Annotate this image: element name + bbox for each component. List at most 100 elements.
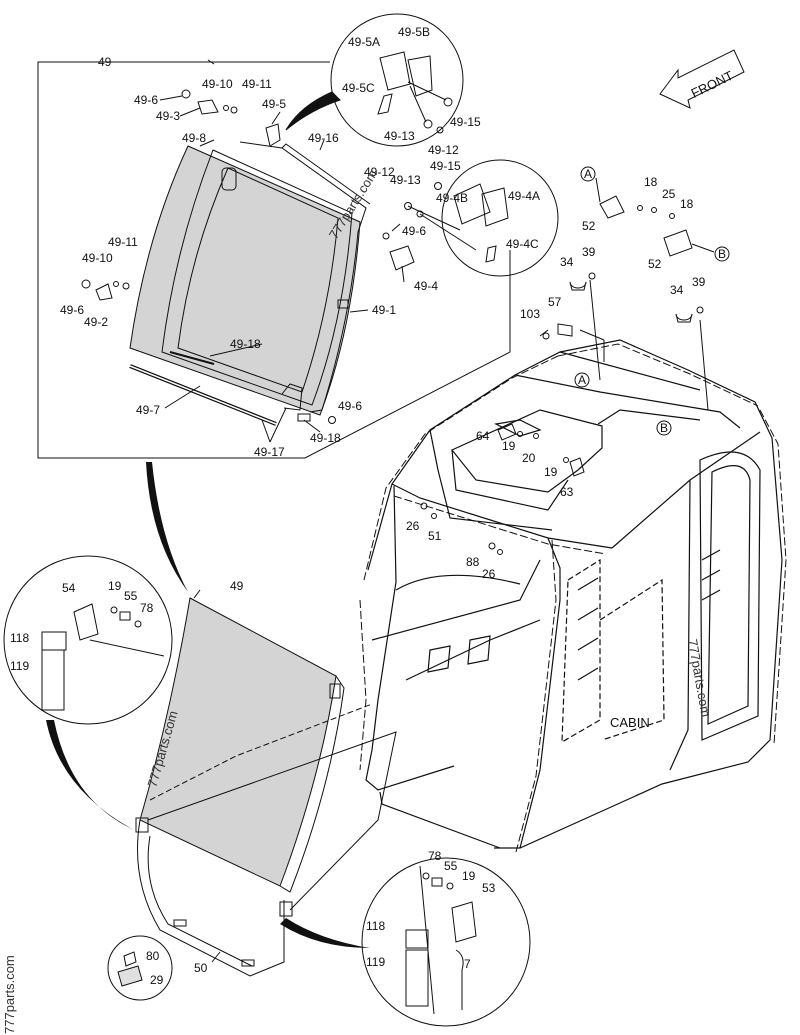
part-label-p49-11a: 49-11 — [242, 77, 272, 91]
bolt-26b — [497, 549, 503, 555]
label-cabin: CABIN — [610, 715, 650, 730]
part-label-p49-5: 49-5 — [262, 97, 286, 111]
seal-118a — [41, 631, 67, 651]
marker-B-top — [714, 246, 730, 262]
bracket-63 — [569, 457, 585, 477]
part-label-B-top: B — [718, 247, 726, 261]
front-arrow — [659, 49, 745, 109]
seal-119a — [41, 649, 65, 711]
hinge-49-5A — [379, 51, 411, 91]
part-label-p18a: 18 — [644, 175, 658, 189]
part-label-p49-4C: 49-4C — [506, 237, 539, 251]
part-label-p20: 20 — [522, 451, 536, 465]
part-label-p49-12b: 49-12 — [364, 165, 395, 179]
washer-49-10b — [113, 281, 119, 287]
label-front: FRONT — [689, 68, 736, 101]
part-label-p49-18b: 49-18 — [310, 431, 341, 445]
seal-119b — [405, 949, 429, 1007]
part-label-p49-13a: 49-13 — [384, 129, 415, 143]
part-label-p49-17: 49-17 — [254, 445, 285, 459]
door-panel-49 — [139, 597, 337, 887]
door-dashed-guide — [149, 703, 373, 801]
detail-frame-49 — [37, 61, 511, 459]
spacer-55b — [431, 877, 443, 887]
part-label-p49-1: 49-1 — [372, 303, 396, 317]
part-label-p7: 7 — [464, 957, 471, 971]
cap-34b — [675, 313, 693, 323]
part-label-p49-12a: 49-12 — [428, 143, 459, 157]
part-label-p118a: 118 — [10, 631, 29, 645]
part-label-p39b: 39 — [692, 275, 706, 289]
part-label-p18b: 18 — [680, 197, 694, 211]
part-label-p49-18a: 49-18 — [230, 337, 261, 351]
door-hinge-top — [329, 683, 341, 699]
part-label-p49-2: 49-2 — [84, 315, 108, 329]
washer-51 — [431, 513, 437, 519]
bolt-78b — [422, 872, 430, 880]
callout-arc-49 — [146, 462, 188, 592]
bolt-25 — [651, 207, 657, 213]
callout-arc-54 — [46, 720, 134, 830]
handle-49-5C — [377, 93, 393, 115]
part-label-p50: 50 — [194, 961, 208, 975]
detail-circle-53 — [361, 857, 531, 1027]
part-label-p49-10a: 49-10 — [202, 77, 233, 91]
washer-49-6c — [81, 279, 91, 289]
latch-lever-49-16 — [221, 167, 237, 191]
callout-line-50 — [147, 731, 397, 911]
bolt-18a — [637, 205, 643, 211]
marker-B-cab — [656, 420, 672, 436]
cabin-frame — [365, 339, 783, 849]
bolt-49-12 — [404, 202, 412, 210]
bracket-54 — [73, 603, 99, 641]
strip-49-18a — [169, 351, 215, 365]
washer-19a — [517, 431, 523, 437]
bracket-49-3 — [197, 99, 219, 115]
bracket-53 — [451, 901, 477, 943]
plug-80 — [123, 951, 137, 967]
part-label-p64: 64 — [476, 429, 490, 443]
watermark-corner: 777parts.com — [2, 955, 17, 1034]
part-label-p34b: 34 — [670, 283, 684, 297]
door-latch — [135, 817, 149, 833]
lamp-57 — [557, 323, 573, 337]
seal-118b — [405, 929, 429, 949]
part-label-A-cab: A — [578, 373, 586, 387]
bracket-52b — [663, 229, 693, 257]
bolt-78a — [134, 620, 142, 628]
rail-49-7-inner — [129, 365, 277, 425]
washer-49-13a — [423, 119, 433, 129]
part-label-p19c: 19 — [108, 579, 122, 593]
seal-7 — [455, 949, 464, 1010]
washer-19d — [446, 882, 454, 890]
washer-49-10a — [223, 105, 229, 111]
part-label-p19a: 19 — [502, 439, 516, 453]
door-pad-1 — [173, 919, 187, 927]
callout-49-5[interactable] — [285, 91, 341, 131]
part-label-p80: 80 — [146, 949, 160, 963]
window-glass-49-8 — [129, 145, 361, 416]
latch-49-5 — [265, 123, 281, 147]
screw-49-15a — [443, 97, 453, 107]
part-label-p63: 63 — [560, 485, 574, 499]
part-label-p34a: 34 — [560, 255, 574, 269]
part-label-p26a: 26 — [406, 519, 420, 533]
part-label-p53: 53 — [482, 881, 496, 895]
door-lower-frame-50 — [137, 819, 285, 977]
part-label-p49-3: 49-3 — [156, 109, 180, 123]
part-label-p49-4B: 49-4B — [436, 191, 468, 205]
part-label-p49-door: 49 — [230, 579, 244, 593]
part-label-p39a: 39 — [582, 245, 596, 259]
part-label-p51: 51 — [428, 529, 442, 543]
washer-19c — [110, 606, 118, 614]
part-label-p19b: 19 — [544, 465, 558, 479]
part-label-p49-16: 49-16 — [308, 131, 339, 145]
window-frame-49-16-b — [281, 143, 371, 205]
part-label-p52b: 52 — [648, 257, 662, 271]
cover-29 — [117, 965, 143, 987]
cabin-frame-dashed — [359, 343, 787, 853]
part-label-p49-13b: 49-13 — [390, 173, 421, 187]
part-label-p55a: 55 — [124, 589, 138, 603]
detail-circle-54 — [3, 555, 173, 725]
